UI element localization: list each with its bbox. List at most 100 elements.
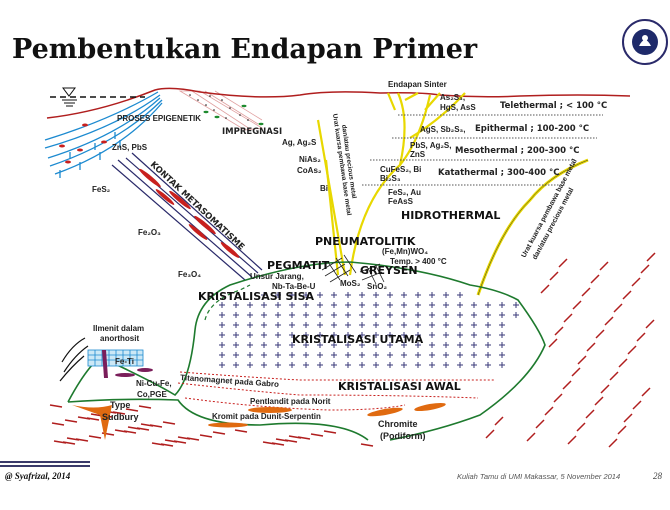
host-rock-dash	[641, 387, 651, 397]
granite-cross-mark	[499, 302, 505, 308]
granite-cross-mark	[443, 332, 449, 338]
granite-cross-mark	[261, 302, 267, 308]
granite-cross-mark	[415, 342, 421, 348]
contact-metasomatism-band	[111, 152, 263, 281]
host-rock-dash	[199, 434, 213, 438]
granite-cross-mark	[429, 332, 435, 338]
host-rock-dash	[275, 438, 289, 442]
granite-cross-mark	[261, 362, 267, 368]
ore-bodies	[72, 350, 446, 440]
granite-cross-mark	[345, 312, 351, 318]
ground-surface-line	[46, 87, 631, 119]
granite-cross-mark	[471, 352, 477, 358]
granite-cross-mark	[289, 302, 295, 308]
label-sno2: SnO₂	[367, 282, 387, 291]
granite-cross-mark	[275, 352, 281, 358]
label-fes2: FeS₂	[92, 185, 111, 194]
host-rock-dash	[262, 441, 276, 445]
granite-cross-mark	[275, 342, 281, 348]
granite-cross-mark	[345, 352, 351, 358]
label-ni-cu-fe-2: Co,PGE	[137, 390, 167, 399]
host-rock-dash	[617, 425, 627, 435]
granite-cross-mark	[219, 352, 225, 358]
zone-telethermal-label: Telethermal ; < 100 °C	[500, 101, 607, 111]
granite-cross-mark	[429, 322, 435, 328]
label-type-sudbury-1: Type	[110, 400, 130, 410]
granite-cross-mark	[219, 322, 225, 328]
host-rock-dash	[640, 264, 650, 274]
zone-katathermal-minerals-1: CuFeS₂, Bi	[380, 165, 421, 174]
granite-cross-mark	[401, 342, 407, 348]
granite-cross-mark	[499, 342, 505, 348]
granite-cross-mark	[415, 292, 421, 298]
granite-cross-mark	[261, 312, 267, 318]
label-ni-cu-fe-1: Ni-Cu-Fe,	[136, 379, 172, 388]
granite-cross-mark	[247, 342, 253, 348]
granite-cross-mark	[303, 302, 309, 308]
label-ilmenit-1: Ilmenit dalam	[93, 324, 144, 333]
granite-cross-mark	[485, 312, 491, 318]
granite-cross-mark	[485, 332, 491, 338]
host-rock-dash	[177, 436, 191, 440]
granite-cross-mark	[247, 312, 253, 318]
host-rock-dash	[609, 371, 619, 381]
host-rock-dash	[51, 422, 65, 426]
host-rock-dash	[360, 443, 374, 447]
host-rock-dash	[64, 419, 78, 423]
granite-cross-mark	[415, 362, 421, 368]
host-rock-dash	[114, 429, 128, 433]
granite-cross-mark	[275, 292, 281, 298]
granite-cross-mark	[345, 302, 351, 308]
granite-cross-mark	[443, 342, 449, 348]
granite-cross-mark	[359, 352, 365, 358]
host-rock-dash	[586, 342, 596, 352]
zone-mesothermal-minerals-1: PbS, Ag₂S,	[410, 141, 451, 150]
label-mos2: MoS₂	[340, 279, 361, 288]
limestone-strata	[44, 91, 163, 178]
granite-cross-mark	[275, 362, 281, 368]
label-nias2: NiAs₂	[299, 155, 321, 164]
granite-cross-mark	[317, 332, 323, 338]
granite-cross-mark	[401, 362, 407, 368]
host-rock-dash	[608, 438, 618, 448]
granite-cross-mark	[247, 362, 253, 368]
granite-cross-mark	[317, 312, 323, 318]
granite-cross-mark	[345, 332, 351, 338]
host-rock-dash	[288, 435, 302, 439]
host-rock-dash	[646, 252, 656, 262]
granite-cross-mark	[387, 332, 393, 338]
granite-cross-mark	[387, 292, 393, 298]
granite-cross-mark	[485, 362, 491, 368]
granite-cross-mark	[457, 312, 463, 318]
granite-cross-mark	[429, 352, 435, 358]
granite-cross-mark	[233, 352, 239, 358]
granite-cross-mark	[275, 322, 281, 328]
footer-author: @ Syafrizal, 2014	[5, 471, 71, 481]
granite-cross-mark	[485, 322, 491, 328]
granite-cross-mark	[233, 312, 239, 318]
host-rock-dash	[623, 413, 633, 423]
granite-cross-mark	[373, 362, 379, 368]
host-rock-dash	[571, 367, 581, 377]
host-rock-dash	[544, 406, 554, 416]
granite-cross-mark	[387, 362, 393, 368]
granite-cross-mark	[485, 302, 491, 308]
label-pneumatolitik: PNEUMATOLITIK	[315, 235, 416, 248]
granite-cross-mark	[247, 322, 253, 328]
granite-cross-mark	[471, 342, 477, 348]
granite-cross-mark	[471, 332, 477, 338]
granite-cross-mark	[499, 362, 505, 368]
host-rock-dash	[127, 426, 141, 430]
granite-cross-mark	[331, 322, 337, 328]
label-pegmatit: PEGMATIT	[267, 259, 330, 272]
granite-cross-mark	[317, 342, 323, 348]
granite-cross-mark	[233, 342, 239, 348]
label-nb-ta-be-u: Nb-Ta-Be-U	[272, 282, 316, 291]
granite-cross-mark	[219, 362, 225, 368]
granite-cross-mark	[359, 322, 365, 328]
label-femnwo4: (Fe,Mn)WO₄	[382, 247, 428, 256]
host-rock-dash	[558, 258, 568, 268]
granite-cross-mark	[317, 292, 323, 298]
granite-cross-mark	[443, 322, 449, 328]
granite-cross-mark	[471, 312, 477, 318]
